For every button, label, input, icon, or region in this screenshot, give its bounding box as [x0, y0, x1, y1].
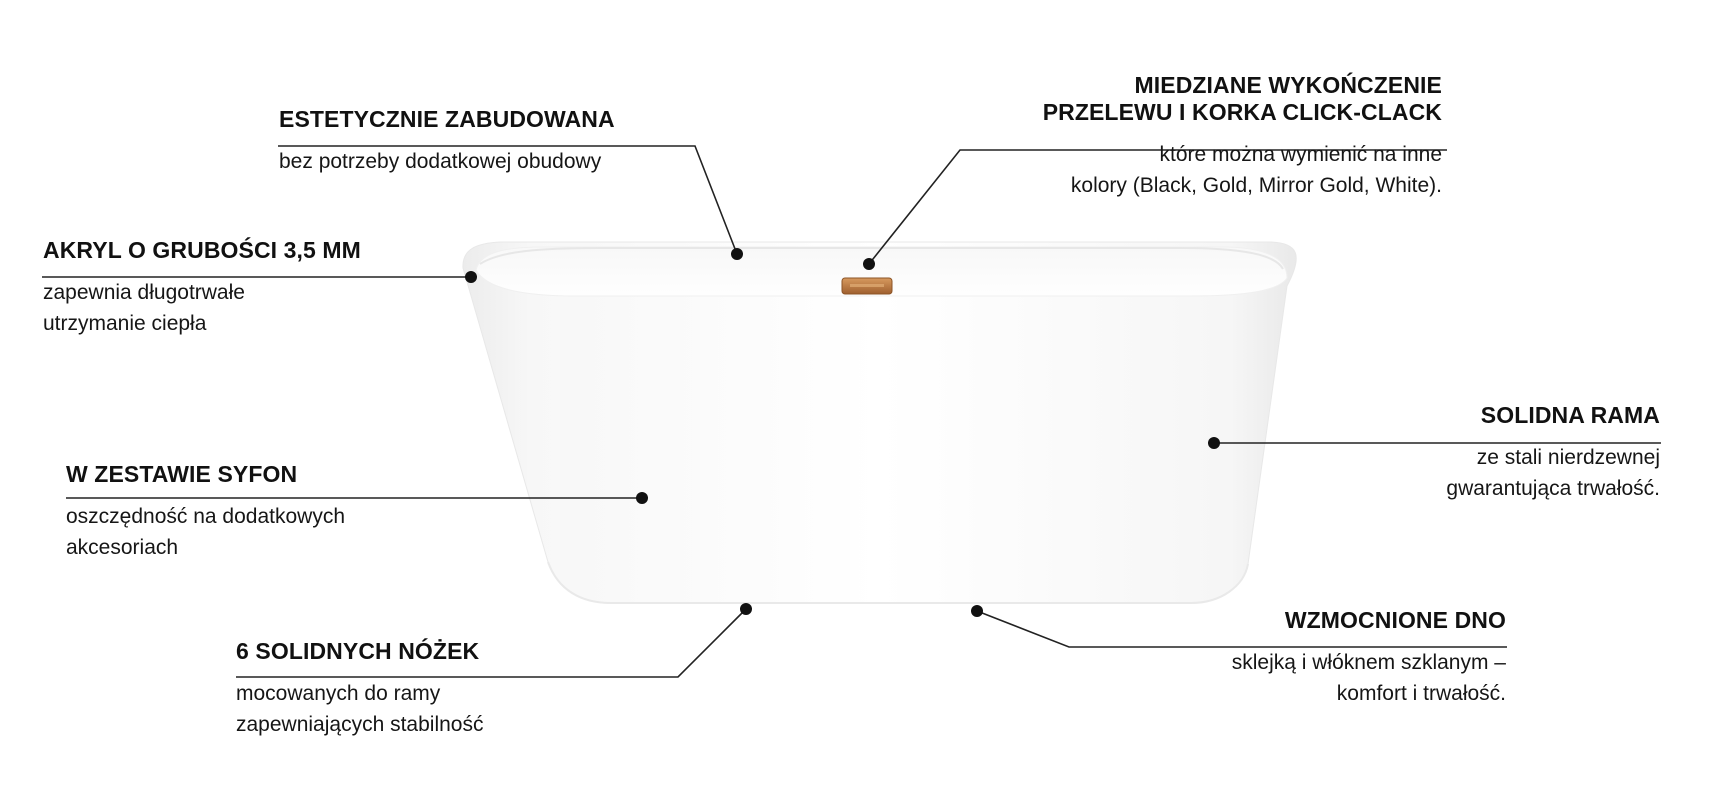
feature-akryl: AKRYL O GRUBOŚCI 3,5 MM zapewnia długotr… [43, 237, 361, 339]
feature-description-line: gwarantująca trwałość. [1446, 476, 1660, 500]
dot-miedziane [863, 258, 875, 270]
feature-title: SOLIDNA RAMA [1480, 402, 1660, 428]
bathtub-shape [462, 241, 1297, 604]
feature-description-line: bez potrzeby dodatkowej obudowy [279, 150, 602, 174]
dot-estetycznie [731, 248, 743, 260]
feature-title: W ZESTAWIE SYFON [66, 461, 298, 487]
feature-wzmocnione-dno: WZMOCNIONE DNO sklejką i włóknem szklany… [1232, 607, 1506, 709]
feature-description-line: mocowanych do ramy [236, 682, 441, 706]
feature-description: ze stali nierdzewnej gwarantująca trwało… [1446, 443, 1660, 504]
feature-description-line: zapewniających stabilność [236, 712, 484, 736]
feature-description-line: sklejką i włóknem szklanym – [1231, 651, 1506, 675]
feature-description: mocowanych do ramy zapewniających stabil… [236, 679, 483, 740]
feature-title: 6 SOLIDNYCH NÓŻEK [236, 638, 480, 664]
feature-title: MIEDZIANE WYKOŃCZENIE PRZELEWU I KORKA C… [1043, 72, 1442, 126]
feature-description-line: akcesoriach [66, 535, 179, 559]
feature-estetycznie-zabudowana: ESTETYCZNIE ZABUDOWANA bez potrzeby doda… [279, 106, 615, 178]
feature-solidna-rama: SOLIDNA RAMA ze stali nierdzewnej gwaran… [1446, 402, 1660, 504]
feature-syfon: W ZESTAWIE SYFON oszczędność na dodatkow… [66, 461, 345, 563]
feature-title-line: MIEDZIANE WYKOŃCZENIE [1134, 72, 1442, 98]
feature-description-line: oszczędność na dodatkowych [66, 505, 345, 529]
callout-lines [42, 145, 1661, 678]
feature-description-line: kolory (Black, Gold, Mirror Gold, White)… [1070, 173, 1442, 197]
dot-syfon [636, 492, 648, 504]
feature-title: ESTETYCZNIE ZABUDOWANA [279, 106, 615, 132]
callout-line-estetycznie [278, 145, 738, 255]
feature-description-line: które można wymienić na inne [1159, 143, 1442, 167]
feature-description: bez potrzeby dodatkowej obudowy [279, 147, 615, 177]
callout-dots [465, 248, 1220, 617]
callout-line-miedziane [868, 149, 1447, 265]
feature-title-line: PRZELEWU I KORKA CLICK-CLACK [1042, 99, 1442, 126]
feature-title: WZMOCNIONE DNO [1284, 607, 1506, 633]
feature-description: oszczędność na dodatkowych akcesoriach [66, 502, 345, 563]
dot-rama [1208, 437, 1220, 449]
callout-line-nozki [236, 608, 747, 678]
dot-nozki [740, 603, 752, 615]
feature-description: sklejką i włóknem szklanym – komfort i t… [1232, 648, 1506, 709]
feature-nozki: 6 SOLIDNYCH NÓŻEK mocowanych do ramy zap… [236, 638, 483, 740]
feature-miedziane-wykonczenie: MIEDZIANE WYKOŃCZENIE PRZELEWU I KORKA C… [1043, 72, 1442, 201]
dot-dno [971, 605, 983, 617]
feature-title: AKRYL O GRUBOŚCI 3,5 MM [43, 237, 361, 263]
callout-line-dno [976, 610, 1507, 648]
feature-description-line: zapewnia długotrwałe [43, 281, 245, 305]
feature-description-line: komfort i trwałość. [1336, 681, 1506, 705]
feature-description: zapewnia długotrwałe utrzymanie ciepła [43, 278, 361, 339]
feature-description: które można wymienić na inne kolory (Bla… [1043, 140, 1442, 201]
feature-description-line: utrzymanie ciepła [43, 311, 207, 335]
feature-description-line: ze stali nierdzewnej [1476, 446, 1660, 470]
dot-akryl [465, 271, 477, 283]
